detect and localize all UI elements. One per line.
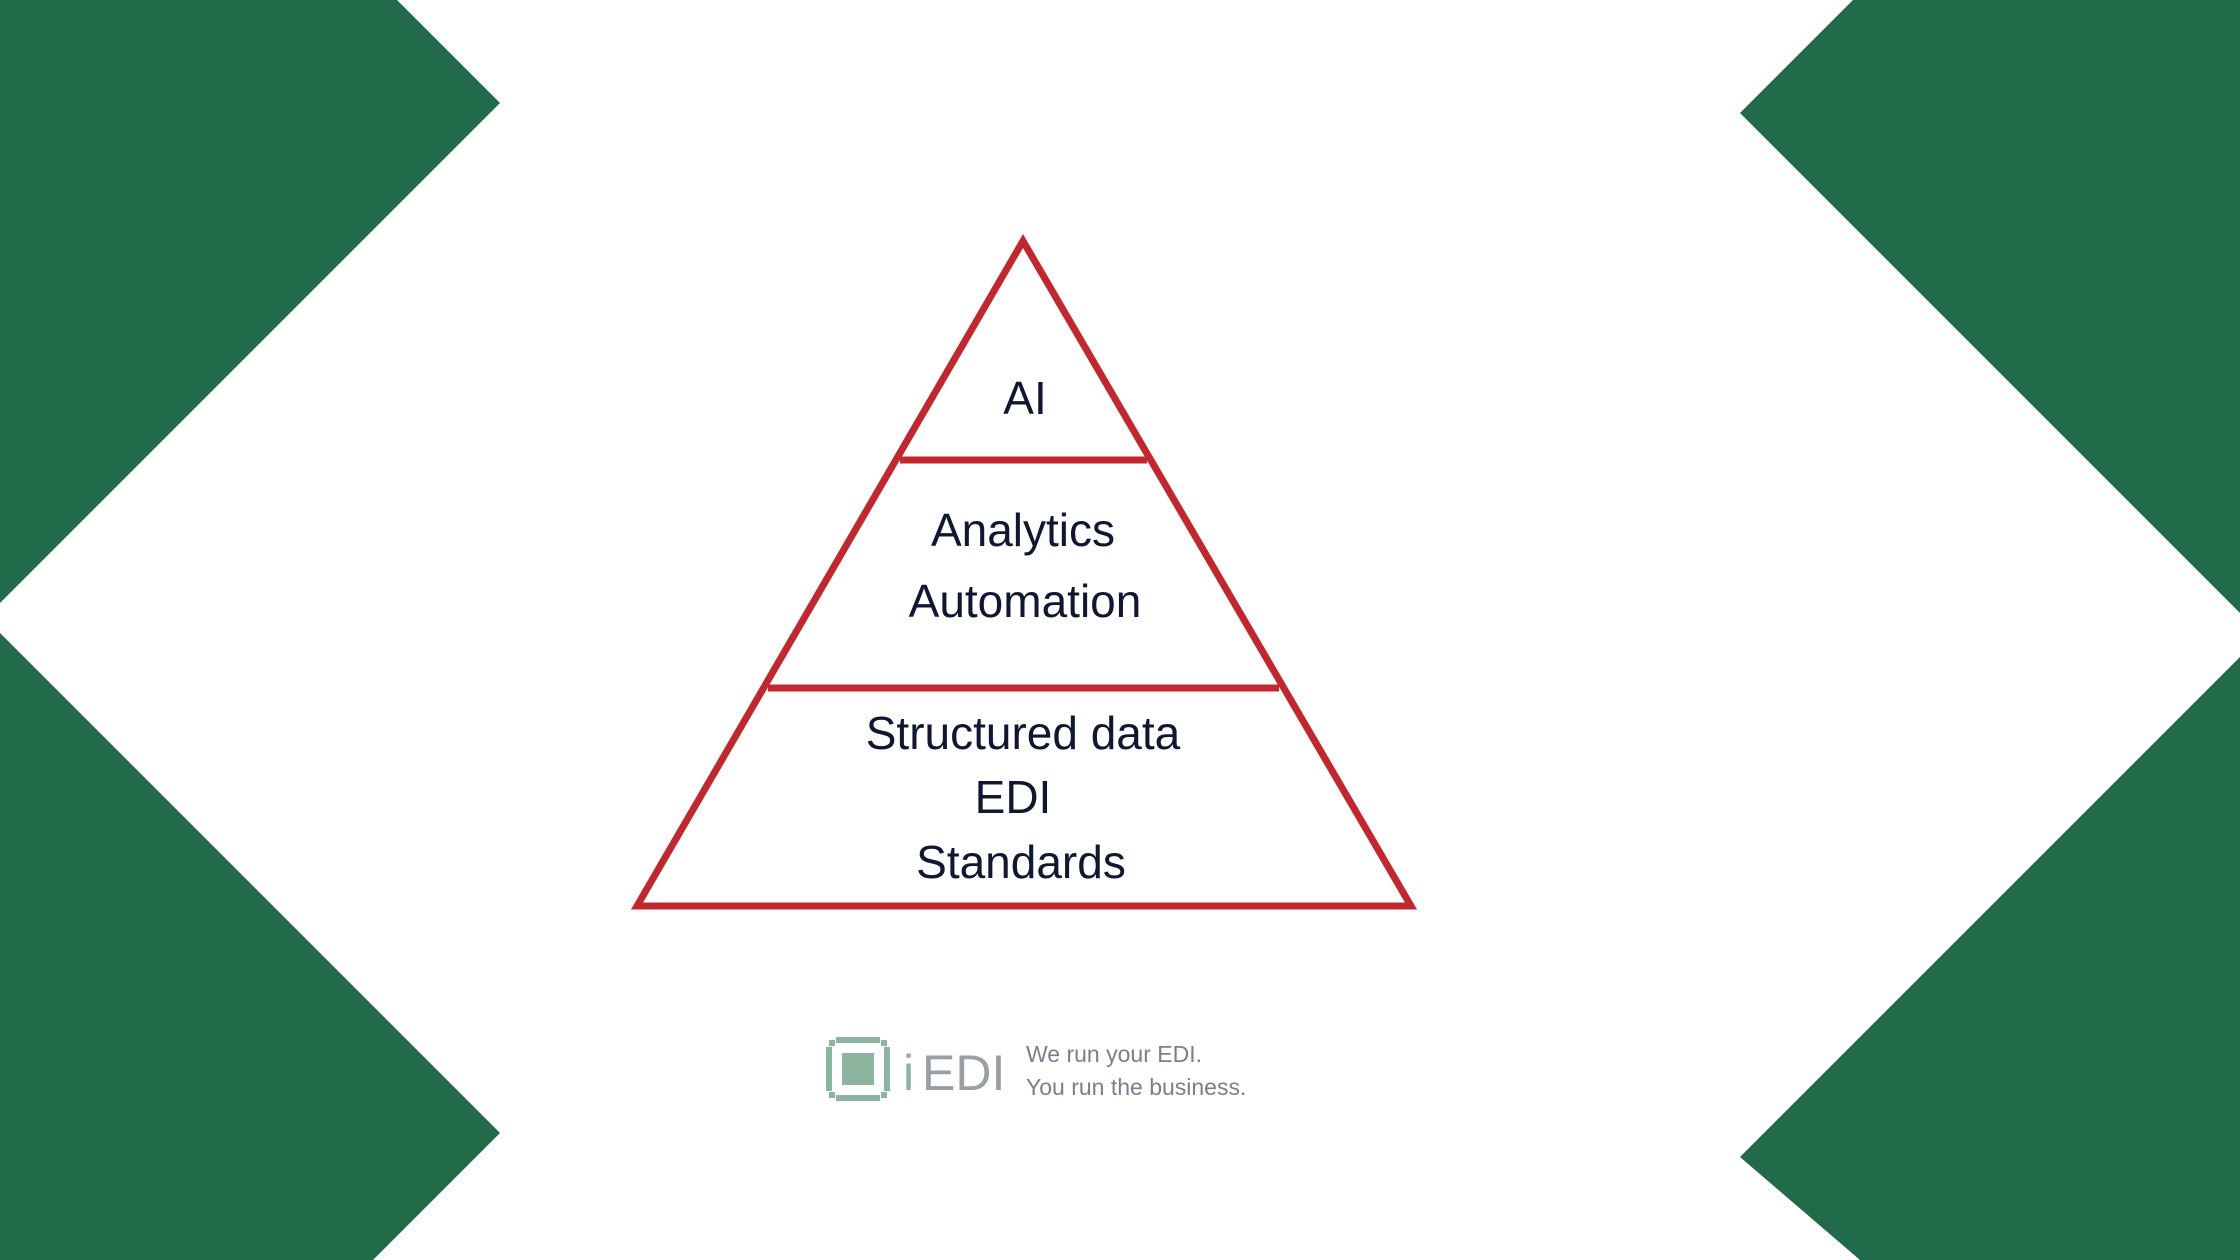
corner-shape-top-right [1740, 0, 2240, 613]
pyramid-diagram: AI Analytics Automation Structured data … [630, 234, 1418, 910]
corner-shape-bottom-right [1740, 657, 2240, 1260]
brand-prefix: i [903, 1045, 914, 1101]
tier-top-label: AI [1003, 372, 1046, 424]
tier-bottom-label-3: Standards [916, 836, 1126, 888]
tier-bottom-label-2: EDI [975, 771, 1052, 823]
iedi-logo: i EDI We run your EDI. You run the busin… [826, 1037, 1246, 1101]
iedi-square-logo-icon [826, 1037, 890, 1101]
corner-shape-top-left [0, 0, 500, 603]
tagline-line-2: You run the business. [1026, 1074, 1246, 1100]
tagline-line-1: We run your EDI. [1026, 1041, 1202, 1067]
corner-shape-bottom-left [0, 633, 500, 1260]
tier-middle-label-2: Automation [909, 575, 1142, 627]
tier-bottom-label-1: Structured data [866, 707, 1181, 759]
brand-name: EDI [922, 1045, 1005, 1101]
tier-middle-label-1: Analytics [931, 504, 1115, 556]
pyramid-outline [630, 234, 1418, 910]
